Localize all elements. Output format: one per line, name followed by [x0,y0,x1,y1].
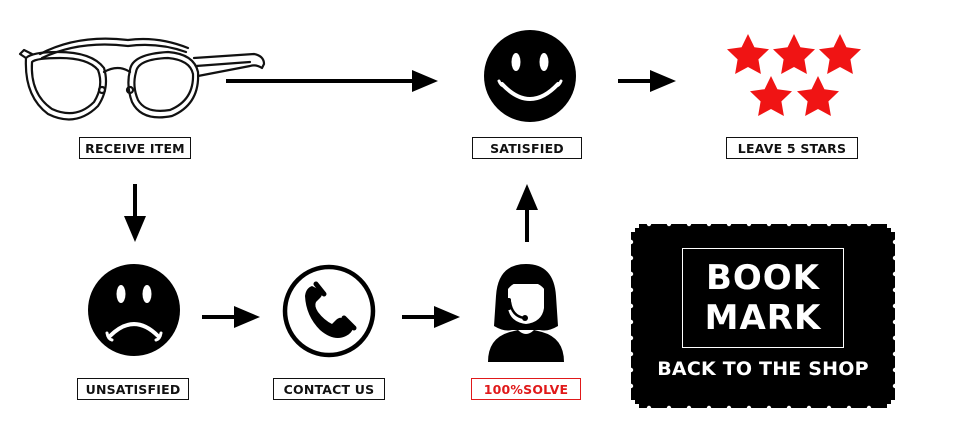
arrow-right-receive-to-satisfied [226,70,438,92]
satisfied-label: SATISFIED [472,137,582,159]
leave-5-stars-label: LEAVE 5 STARS [726,137,858,159]
back-to-shop-link[interactable]: BACK TO THE SHOP [657,358,869,380]
glasses-icon [18,37,266,121]
happy-face-icon [484,30,576,122]
bookmark-title-frame[interactable]: BOOK MARK [682,248,844,348]
support-agent-icon [488,264,564,362]
unsatisfied-label: UNSATISFIED [77,378,189,400]
arrow-down-receive-to-unsatisfied [124,184,146,242]
arrow-right-unsatisfied-to-contact [202,306,260,328]
contact-us-label: CONTACT US [273,378,385,400]
phone-icon [282,264,376,358]
arrow-right-contact-to-solve [402,306,460,328]
arrow-up-solve-to-satisfied [516,184,538,242]
arrow-right-satisfied-to-stars [618,70,676,92]
bookmark-title-line-2: MARK [704,298,822,338]
receive-item-label: RECEIVE ITEM [79,137,191,159]
five-stars-icon [727,34,861,116]
bookmark-stamp[interactable] [629,222,897,410]
sad-face-icon [88,264,180,356]
stamp-perforated-edge [629,222,897,410]
solve-label: 100%SOLVE [471,378,581,400]
bookmark-title-line-1: BOOK [705,258,821,298]
